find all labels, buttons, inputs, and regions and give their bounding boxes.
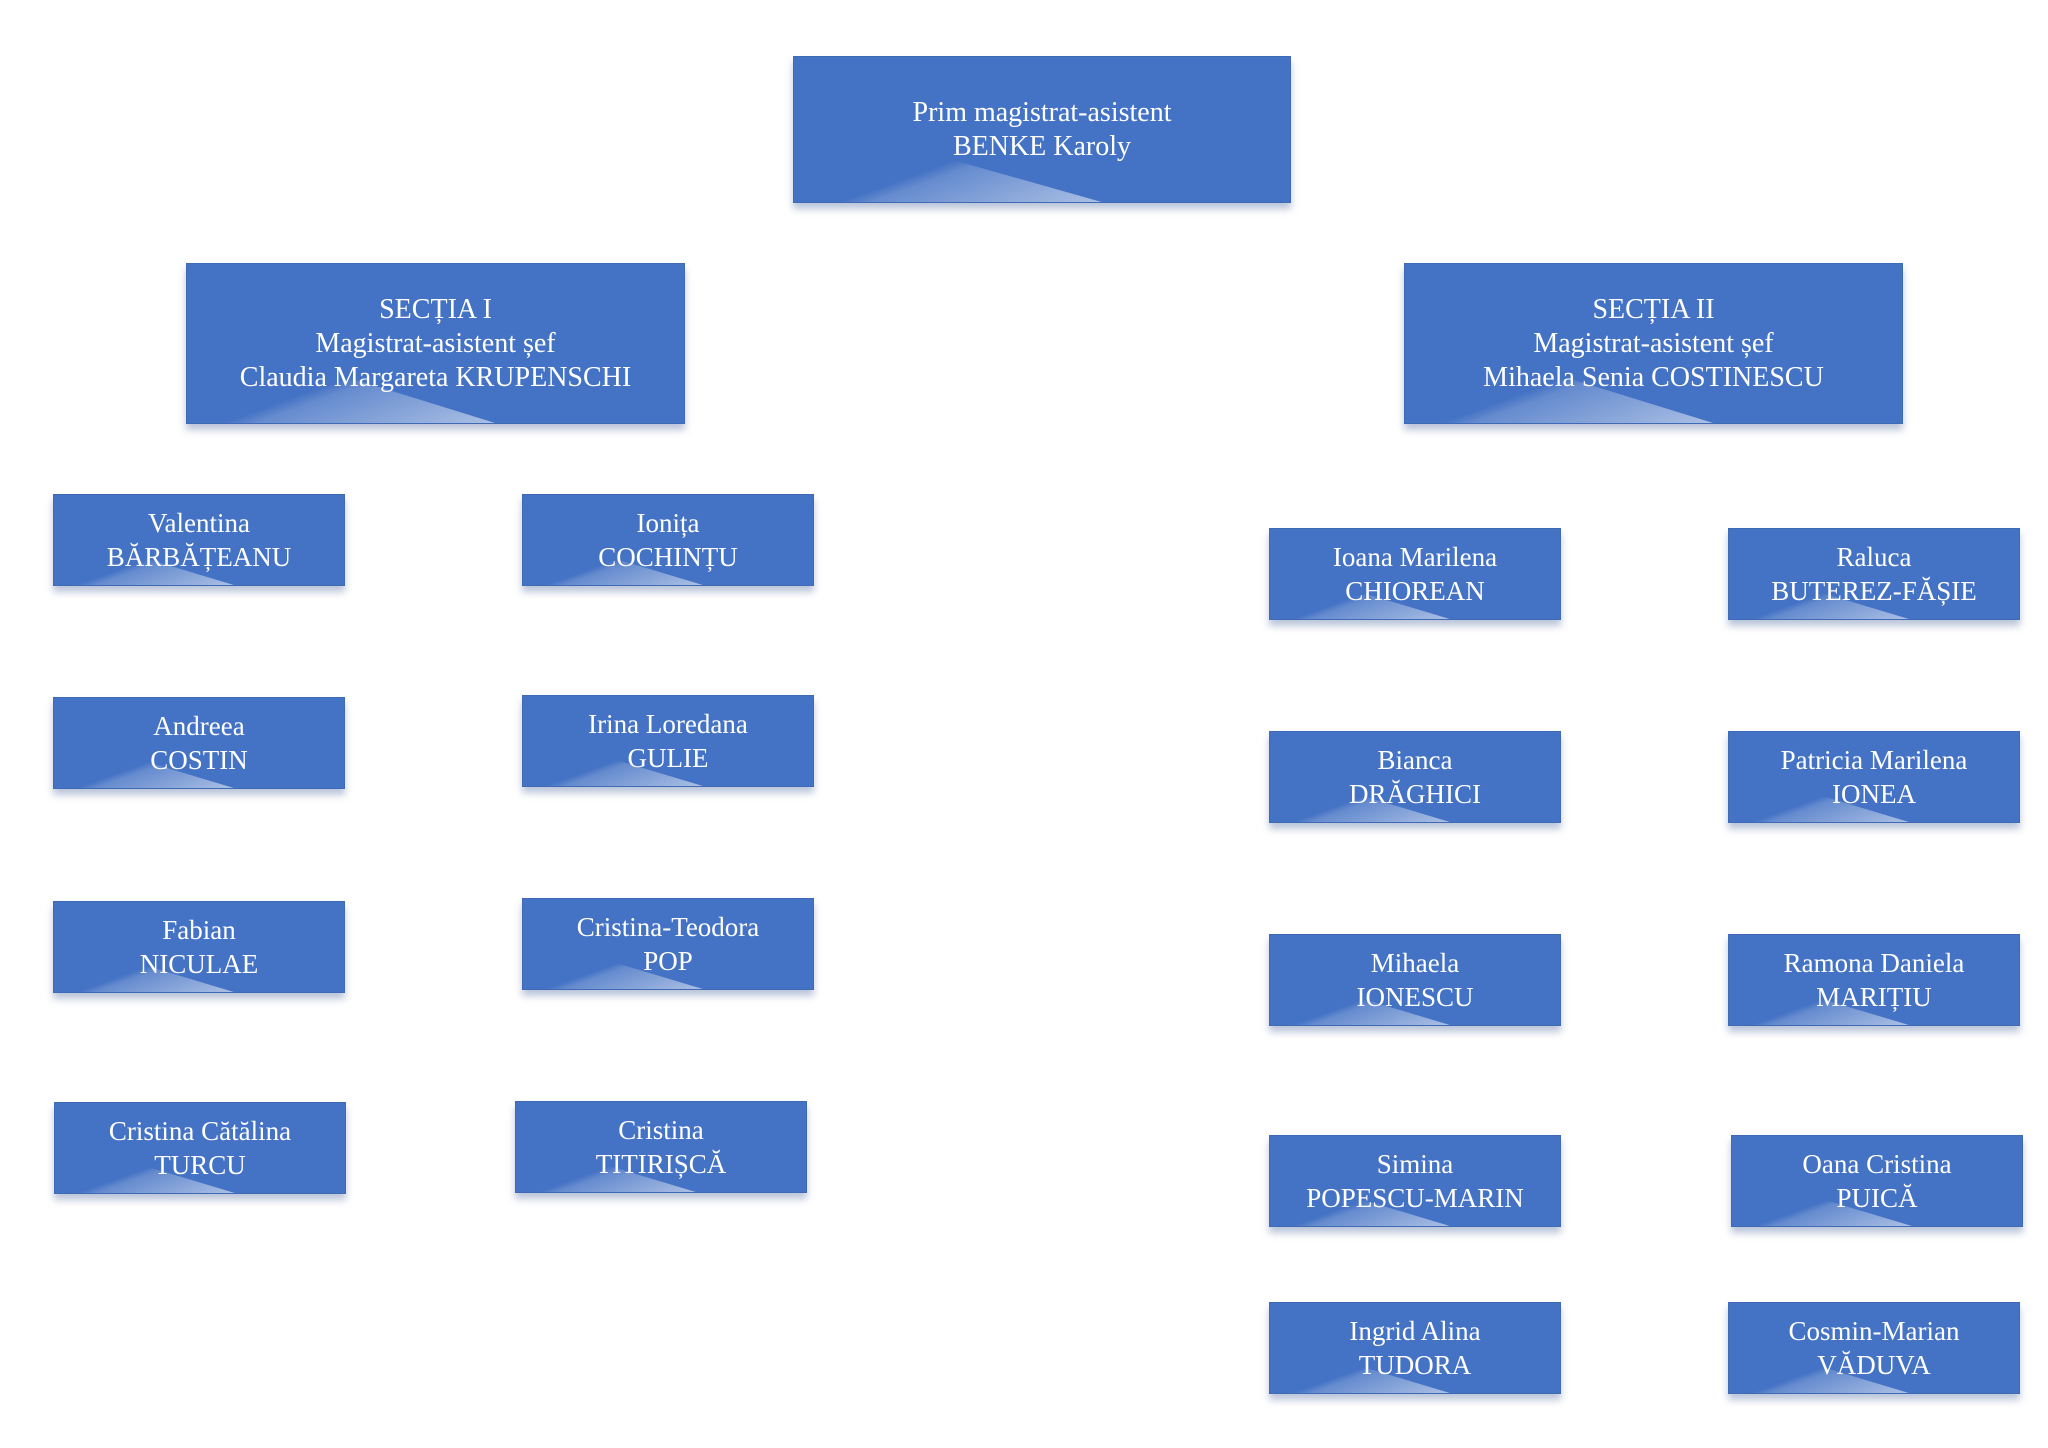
section-2-box: SECȚIA II Magistrat-asistent șef Mihaela… [1404, 263, 1903, 424]
member-first-name: Cristina [618, 1115, 704, 1145]
member-last-name: GULIE [627, 743, 709, 773]
member-last-name: TURCU [154, 1150, 246, 1180]
member-box: Valentina BĂRBĂȚEANU [53, 494, 345, 586]
member-box: Raluca BUTEREZ-FĂȘIE [1728, 528, 2020, 620]
member-box: Oana Cristina PUICĂ [1731, 1135, 2023, 1227]
member-first-name: Cristina Cătălina [108, 1116, 292, 1146]
member-last-name: IONEA [1832, 779, 1916, 809]
member-first-name: Irina Loredana [588, 709, 748, 739]
section-2-title: SECȚIA II [1592, 293, 1715, 325]
member-last-name: CHIOREAN [1345, 576, 1485, 606]
member-last-name: POPESCU-MARIN [1306, 1183, 1524, 1213]
member-last-name: VĂDUVA [1817, 1350, 1931, 1380]
section-1-role: Magistrat-asistent șef [315, 327, 556, 359]
member-first-name: Ingrid Alina [1349, 1316, 1481, 1346]
member-first-name: Fabian [162, 915, 236, 945]
section-2-head-name: Mihaela Senia COSTINESCU [1483, 361, 1824, 393]
member-first-name: Ramona Daniela [1783, 948, 1965, 978]
member-box: Cristina Cătălina TURCU [54, 1102, 346, 1194]
member-last-name: TUDORA [1358, 1350, 1472, 1380]
member-box: Simina POPESCU-MARIN [1269, 1135, 1561, 1227]
section-1-title: SECȚIA I [379, 293, 492, 325]
member-first-name: Patricia Marilena [1780, 745, 1968, 775]
member-first-name: Raluca [1836, 542, 1912, 572]
member-first-name: Oana Cristina [1802, 1149, 1952, 1179]
member-last-name: DRĂGHICI [1349, 779, 1481, 809]
root-title: Prim magistrat-asistent [912, 96, 1172, 128]
root-name: BENKE Karoly [952, 130, 1132, 162]
member-box: Bianca DRĂGHICI [1269, 731, 1561, 823]
member-box: Cristina-Teodora POP [522, 898, 814, 990]
member-last-name: COCHINȚU [598, 542, 738, 572]
member-last-name: MARIȚIU [1816, 982, 1932, 1012]
member-box: Patricia Marilena IONEA [1728, 731, 2020, 823]
member-last-name: PUICĂ [1836, 1183, 1918, 1213]
member-box: Mihaela IONESCU [1269, 934, 1561, 1026]
member-last-name: POP [643, 946, 693, 976]
member-box: Fabian NICULAE [53, 901, 345, 993]
member-box: Andreea COSTIN [53, 697, 345, 789]
member-last-name: BĂRBĂȚEANU [106, 542, 292, 572]
member-first-name: Mihaela [1370, 948, 1460, 978]
member-first-name: Valentina [148, 508, 250, 538]
member-box: Ramona Daniela MARIȚIU [1728, 934, 2020, 1026]
member-last-name: TITIRIȘCĂ [595, 1149, 727, 1179]
member-box: Cristina TITIRIȘCĂ [515, 1101, 807, 1193]
section-2-role: Magistrat-asistent șef [1533, 327, 1774, 359]
member-last-name: BUTEREZ-FĂȘIE [1771, 576, 1977, 606]
section-1-box: SECȚIA I Magistrat-asistent șef Claudia … [186, 263, 685, 424]
member-last-name: COSTIN [150, 745, 248, 775]
root-box-prim-magistrat-asistent: Prim magistrat-asistent BENKE Karoly [793, 56, 1291, 203]
member-box: Ioana Marilena CHIOREAN [1269, 528, 1561, 620]
member-first-name: Simina [1376, 1149, 1454, 1179]
member-first-name: Cristina-Teodora [576, 912, 760, 942]
member-first-name: Ionița [636, 508, 700, 538]
section-1-head-name: Claudia Margareta KRUPENSCHI [239, 361, 632, 393]
member-first-name: Bianca [1377, 745, 1453, 775]
member-last-name: NICULAE [139, 949, 259, 979]
member-box: Cosmin-Marian VĂDUVA [1728, 1302, 2020, 1394]
member-first-name: Andreea [153, 711, 245, 741]
member-first-name: Ioana Marilena [1332, 542, 1498, 572]
member-last-name: IONESCU [1356, 982, 1474, 1012]
member-box: Ingrid Alina TUDORA [1269, 1302, 1561, 1394]
member-box: Ionița COCHINȚU [522, 494, 814, 586]
member-first-name: Cosmin-Marian [1788, 1316, 1960, 1346]
member-box: Irina Loredana GULIE [522, 695, 814, 787]
